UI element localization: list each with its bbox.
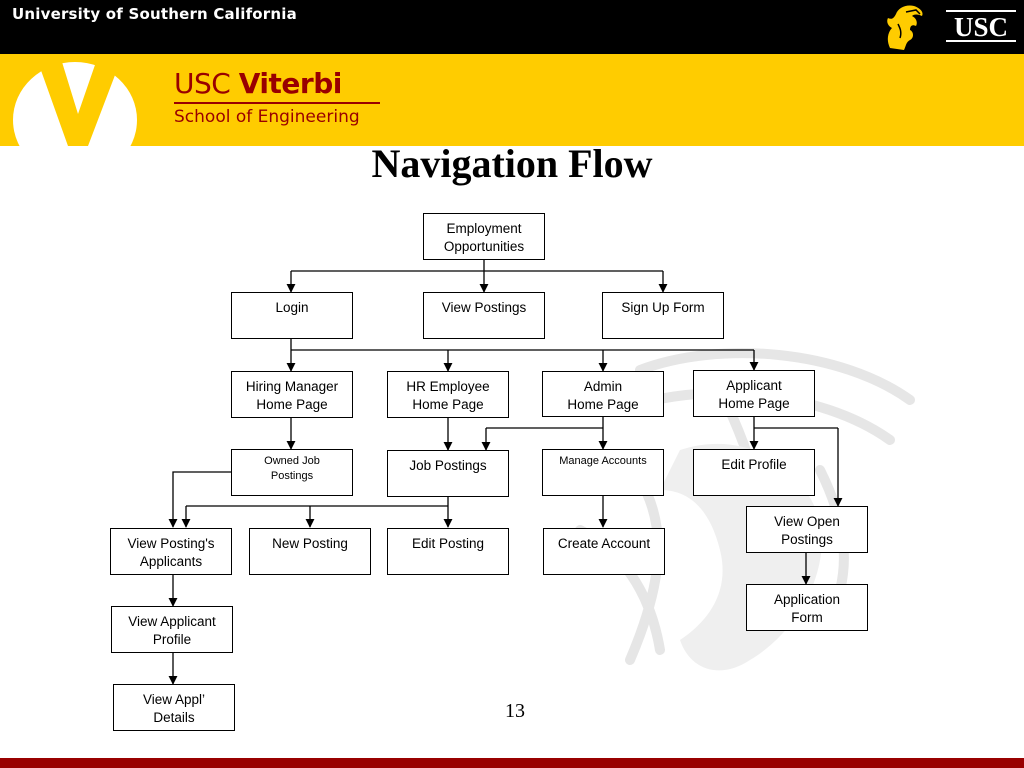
node-owned-job-postings: Owned Job Postings xyxy=(231,449,353,496)
node-hr-employee-home: HR Employee Home Page xyxy=(387,371,509,418)
viterbi-v-logo-icon xyxy=(13,62,137,146)
edge-owned-view-applicants xyxy=(168,471,231,528)
node-hiring-manager-home: Hiring Manager Home Page xyxy=(231,371,353,418)
node-view-posting-applicants: View Posting's Applicants xyxy=(110,528,232,575)
slide-title: Navigation Flow xyxy=(371,141,653,186)
usc-logo: USC xyxy=(946,10,1016,42)
node-admin-home: Admin Home Page xyxy=(542,371,664,417)
node-view-postings: View Postings xyxy=(423,292,545,339)
node-applicant-home: Applicant Home Page xyxy=(693,370,815,417)
school-name: USC Viterbi xyxy=(174,68,380,100)
school-name-usc: USC xyxy=(174,67,231,100)
school-subtitle: School of Engineering xyxy=(174,107,360,127)
node-edit-profile: Edit Profile xyxy=(693,449,815,496)
node-job-postings: Job Postings xyxy=(387,450,509,497)
node-sign-up-form: Sign Up Form xyxy=(602,292,724,339)
node-edit-posting: Edit Posting xyxy=(387,528,509,575)
node-view-open-postings: View Open Postings xyxy=(746,506,868,553)
node-manage-accounts: Manage Accounts xyxy=(542,449,664,496)
school-banner: USC Viterbi School of Engineering xyxy=(0,54,1024,146)
wordmark-rule xyxy=(174,102,380,104)
page-number: 13 xyxy=(505,700,525,722)
top-bar: University of Southern California USC xyxy=(0,0,1024,54)
node-application-form: Application Form xyxy=(746,584,868,631)
viterbi-wordmark: USC Viterbi School of Engineering xyxy=(174,68,380,127)
university-name: University of Southern California xyxy=(12,5,297,23)
node-new-posting: New Posting xyxy=(249,528,371,575)
trojan-head-logo-icon xyxy=(887,5,923,51)
node-employment-opportunities: Employment Opportunities xyxy=(423,213,545,260)
node-create-account: Create Account xyxy=(543,528,665,575)
node-login: Login xyxy=(231,292,353,339)
footer-bar xyxy=(0,758,1024,768)
school-name-viterbi: Viterbi xyxy=(238,67,343,100)
node-view-appl-details: View Appl’ Details xyxy=(113,684,235,731)
node-view-applicant-profile: View Applicant Profile xyxy=(111,606,233,653)
